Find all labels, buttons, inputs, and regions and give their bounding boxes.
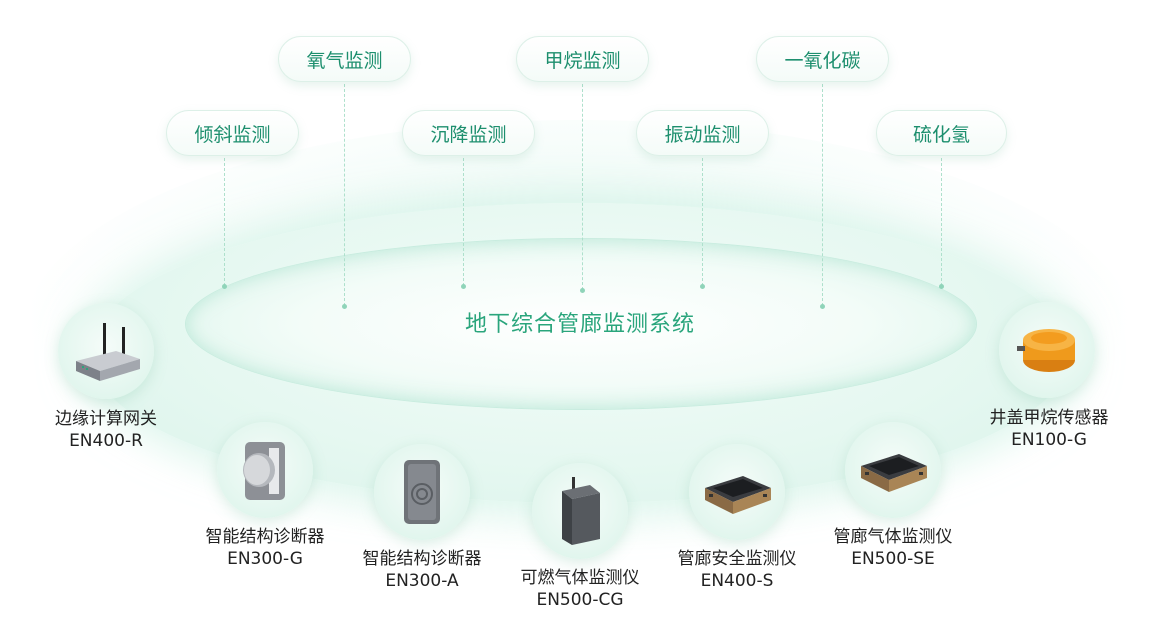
connector-line-methane: [582, 84, 583, 290]
connector-dot-co: [820, 304, 825, 309]
structure-sensor-icon: [404, 460, 440, 524]
connector-dot-vibration: [700, 284, 705, 289]
device-model: EN400-R: [69, 431, 143, 451]
connector-line-co: [822, 84, 823, 306]
device-name: 智能结构诊断器: [205, 527, 325, 547]
device-name: 智能结构诊断器: [362, 549, 482, 569]
device-label-gas-monitor: 管廊气体监测仪 EN500-SE: [808, 526, 978, 570]
device-methane-sensor: [999, 302, 1095, 398]
connector-dot-settlement: [461, 284, 466, 289]
connector-line-settlement: [463, 158, 464, 286]
device-name: 井盖甲烷传感器: [989, 408, 1109, 428]
monitor-pill-vibration: 振动监测: [636, 110, 769, 156]
connector-line-tilt: [224, 158, 225, 286]
device-model: EN500-SE: [851, 549, 935, 569]
device-name: 可燃气体监测仪: [520, 568, 640, 588]
device-model: EN300-A: [385, 571, 459, 591]
device-label-edge-gateway: 边缘计算网关 EN400-R: [21, 408, 191, 452]
monitor-pill-oxygen: 氧气监测: [278, 36, 411, 82]
connector-dot-tilt: [222, 284, 227, 289]
methane-sensor-icon: [1017, 329, 1075, 372]
device-label-safety-monitor: 管廊安全监测仪 EN400-S: [652, 548, 822, 592]
device-label-methane-sensor: 井盖甲烷传感器 EN100-G: [964, 407, 1134, 451]
connector-line-h2s: [941, 158, 942, 286]
connector-dot-oxygen: [342, 304, 347, 309]
device-gas-monitor: [845, 422, 941, 518]
device-gas-detector: [532, 463, 628, 559]
device-label-structure-sensor-a: 智能结构诊断器 EN300-A: [337, 548, 507, 592]
gas-detector-icon: [562, 477, 600, 545]
router-icon: [76, 323, 140, 381]
device-structure-sensor-a: [374, 444, 470, 540]
connector-line-oxygen: [344, 84, 345, 306]
device-model: EN100-G: [1011, 430, 1087, 450]
monitor-pill-settlement: 沉降监测: [402, 110, 535, 156]
safety-monitor-icon: [705, 476, 771, 514]
monitor-pill-co: 一氧化碳: [756, 36, 889, 82]
device-name: 管廊安全监测仪: [677, 549, 797, 569]
connector-dot-h2s: [939, 284, 944, 289]
structure-sensor-icon: [243, 442, 285, 500]
monitor-pill-h2s: 硫化氢: [876, 110, 1007, 156]
connector-line-vibration: [702, 158, 703, 286]
device-label-structure-sensor-g: 智能结构诊断器 EN300-G: [180, 526, 350, 570]
device-name: 管廊气体监测仪: [833, 527, 953, 547]
device-structure-sensor-g: [217, 422, 313, 518]
device-edge-gateway: [58, 303, 154, 399]
device-label-gas-detector: 可燃气体监测仪 EN500-CG: [495, 567, 665, 611]
device-model: EN500-CG: [536, 590, 624, 610]
device-safety-monitor: [689, 444, 785, 540]
device-model: EN400-S: [700, 571, 774, 591]
monitor-pill-methane: 甲烷监测: [516, 36, 649, 82]
gas-monitor-icon: [861, 454, 927, 492]
monitor-pill-tilt: 倾斜监测: [166, 110, 299, 156]
system-inner-ring: [185, 238, 977, 410]
connector-dot-methane: [580, 288, 585, 293]
device-model: EN300-G: [227, 549, 303, 569]
system-title: 地下综合管廊监测系统: [464, 312, 695, 337]
device-name: 边缘计算网关: [55, 409, 157, 429]
